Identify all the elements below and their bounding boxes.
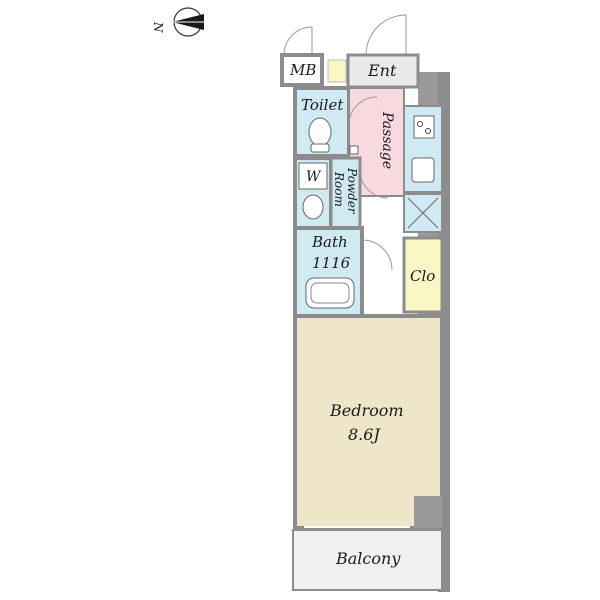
entrance-label: Ent [367,61,397,80]
washer-box [298,162,328,190]
pipe-shaft [349,145,359,155]
balcony [292,529,443,591]
powder-room-label-1: Powder [345,167,359,215]
bath-door-arc [361,239,393,271]
bedroom-column [414,496,442,528]
bedroom-label-2: 8.6J [348,425,381,444]
bath-label-1: Bath [311,233,348,251]
mb-room [280,53,324,87]
bath-label-2: 1116 [312,254,351,272]
meter-box [327,59,347,83]
north-compass: N [151,7,204,37]
stove-icon [413,115,435,139]
basin-icon [302,194,324,220]
closet-label: Clo [410,267,435,285]
powder-room-label-2: Room [332,171,346,207]
closet [402,236,444,314]
sink-icon [411,157,435,183]
bedroom-label-1: Bedroom [329,401,404,420]
compass-label: N [151,21,165,33]
washer-label: W [306,169,322,185]
passage-label: Passage [379,111,395,169]
toilet-fixture-icon [308,117,332,153]
fridge-cross-icon [407,197,439,229]
balcony-label: Balcony [335,549,401,568]
bathtub-icon [305,277,355,309]
entry-door-arcs [283,14,407,56]
bedroom [293,314,444,530]
toilet-label: Toilet [301,96,344,114]
mb-label: MB [289,61,316,79]
